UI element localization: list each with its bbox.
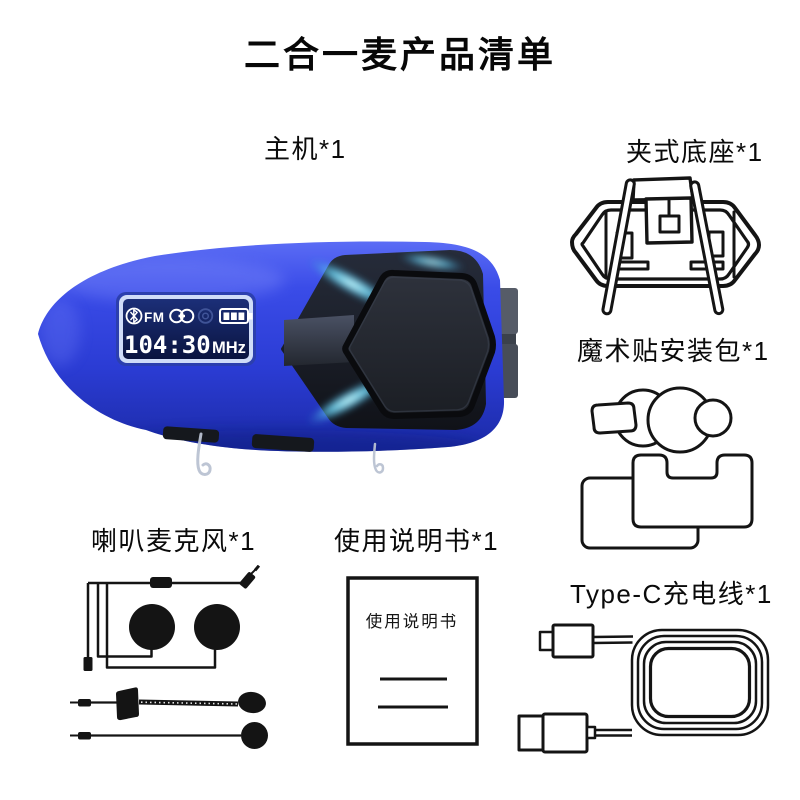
harness-aux-plug (83, 657, 93, 671)
standby-icon (197, 308, 214, 324)
bluetooth-icon (125, 307, 143, 325)
lcd-fm-label: FM (144, 310, 165, 325)
manual-drawing: 使用说明书 (346, 576, 479, 746)
label-typec-cable: Type-C充电线*1 (570, 579, 773, 609)
typec-cable-drawing (517, 623, 770, 754)
label-velcro-kit: 魔术贴安装包*1 (577, 336, 770, 366)
lcd-screen: FM 104:30 MHz (116, 292, 256, 366)
speaker-right (194, 604, 240, 650)
page-title: 二合一麦产品清单 (243, 34, 556, 75)
mount-hook-pins (196, 432, 385, 476)
label-clip-base: 夹式底座*1 (626, 137, 764, 167)
harness-inline-connector (150, 577, 172, 588)
clip-base-drawing (570, 176, 761, 316)
speaker-mic-drawing (70, 565, 268, 749)
battery-icon (219, 308, 253, 324)
velcro-kit-drawing (580, 386, 754, 550)
usb-connector-top (538, 623, 634, 659)
speaker-left (129, 604, 175, 650)
label-main-unit: 主机*1 (264, 134, 347, 164)
label-manual: 使用说明书*1 (334, 526, 500, 556)
link-icon (169, 308, 195, 324)
harness-plug (239, 565, 261, 589)
lcd-frequency: 104:30 (124, 331, 211, 359)
bottom-mount-slots (162, 426, 315, 452)
main-unit-image: FM 104:30 MHz (38, 241, 518, 476)
manual-cover-title: 使用说明书 (366, 612, 459, 631)
usb-connector-bottom (517, 712, 632, 754)
cable-coil (630, 628, 770, 737)
label-speaker-mic: 喇叭麦克风*1 (91, 526, 257, 556)
lcd-frequency-unit: MHz (212, 339, 246, 357)
hex-button (342, 269, 496, 419)
wired-microphone (70, 722, 268, 749)
boom-microphone (70, 687, 266, 721)
